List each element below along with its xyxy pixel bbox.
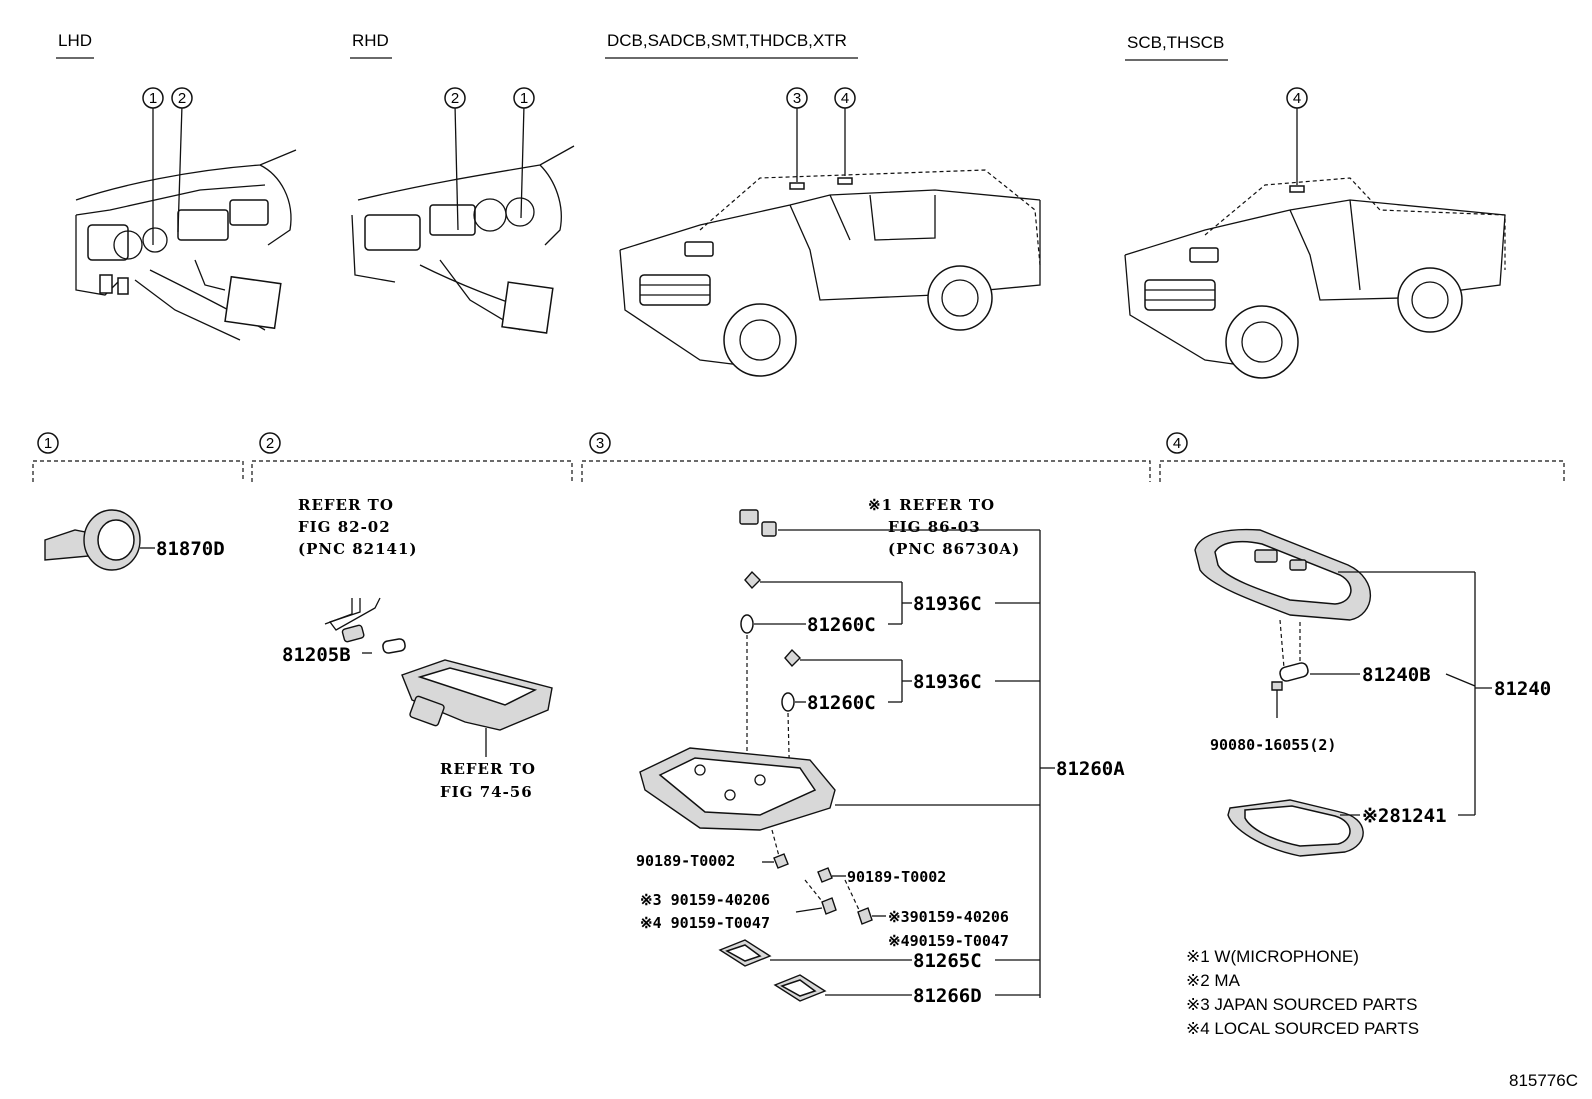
callout-1-rhd: 1 — [520, 90, 528, 107]
section-3-label: 3 — [596, 435, 604, 452]
notes-legend: ※1 W(MICROPHONE) ※2 MA ※3 JAPAN SOURCED … — [1186, 947, 1419, 1038]
refer-fig-86-line1: ※1 REFER TO — [868, 496, 995, 514]
header-scb-variants: SCB,THSCB — [1127, 33, 1224, 52]
figure-id: 815776C — [1509, 1071, 1578, 1090]
part-81240b: 81240B — [1362, 664, 1431, 686]
part-81265c: 81265C — [913, 950, 982, 972]
single-cab-truck-illustration — [1124, 108, 1506, 379]
section-1-parts: 81870D — [44, 509, 225, 571]
section-3-parts: ※1 REFER TO FIG 86-03 (PNC 86730A) 81260… — [636, 496, 1125, 1007]
part-81266d: 81266D — [913, 985, 982, 1007]
refer-fig-82-line3: (PNC 82141) — [298, 540, 418, 558]
header-lhd: LHD — [58, 31, 92, 50]
note-2: ※2 MA — [1186, 971, 1241, 990]
note-1: ※1 W(MICROPHONE) — [1186, 947, 1359, 966]
part-90159-t0047-left: ※4 90159-T0047 — [640, 914, 770, 932]
part-81205b: 81205B — [282, 644, 351, 666]
part-90159-40206-left: ※3 90159-40206 — [640, 891, 770, 909]
note-3: ※3 JAPAN SOURCED PARTS — [1186, 995, 1418, 1014]
part-81260a: 81260A — [1056, 758, 1125, 780]
callout-3-dcb: 3 — [793, 90, 801, 107]
part-81260c-lower: 81260C — [807, 692, 876, 714]
callout-1-lhd: 1 — [149, 90, 157, 107]
header-rhd: RHD — [352, 31, 389, 50]
part-81241: ※281241 — [1362, 805, 1447, 827]
rhd-dashboard-illustration — [351, 104, 575, 334]
note-4: ※4 LOCAL SOURCED PARTS — [1186, 1019, 1419, 1038]
lhd-dashboard-illustration — [75, 104, 297, 341]
part-81240: 81240 — [1494, 678, 1551, 700]
refer-fig-86-line2: FIG 86-03 — [888, 518, 981, 536]
section-brackets: 1 2 3 4 — [32, 432, 1565, 482]
part-90080-16055: 90080-16055(2) — [1210, 736, 1336, 754]
section-2-parts: REFER TO FIG 82-02 (PNC 82141) 81205B RE… — [282, 496, 553, 801]
refer-fig-86-line3: (PNC 86730A) — [888, 540, 1020, 558]
refer-fig-82-line1: REFER TO — [298, 496, 394, 514]
header-dcb-variants: DCB,SADCB,SMT,THDCB,XTR — [607, 31, 847, 50]
part-90189-t0002-right: 90189-T0002 — [847, 868, 946, 886]
section-1-label: 1 — [44, 435, 52, 452]
callout-4-dcb: 4 — [841, 90, 849, 107]
part-90159-t0047-right: ※490159-T0047 — [888, 932, 1009, 950]
part-81936c-lower: 81936C — [913, 671, 982, 693]
section-2-label: 2 — [266, 435, 274, 452]
part-90189-t0002-left: 90189-T0002 — [636, 852, 735, 870]
double-cab-truck-illustration — [619, 108, 1041, 377]
callout-4-scb: 4 — [1293, 90, 1301, 107]
part-81936c-upper: 81936C — [913, 593, 982, 615]
part-81260c-upper: 81260C — [807, 614, 876, 636]
refer-fig-74-line1: REFER TO — [440, 760, 536, 778]
section-4-label: 4 — [1173, 435, 1181, 452]
refer-fig-82-line2: FIG 82-02 — [298, 518, 391, 536]
callout-2-lhd: 2 — [178, 90, 186, 107]
part-81870d: 81870D — [156, 538, 225, 560]
refer-fig-74-line2: FIG 74-56 — [440, 783, 533, 801]
section-4-parts: 81240B 81240 90080-16055(2) ※281241 — [1194, 528, 1551, 857]
top-callouts: 1 2 2 1 3 4 4 — [142, 87, 1308, 109]
part-90159-40206-right: ※390159-40206 — [888, 908, 1009, 926]
callout-2-rhd: 2 — [451, 90, 459, 107]
